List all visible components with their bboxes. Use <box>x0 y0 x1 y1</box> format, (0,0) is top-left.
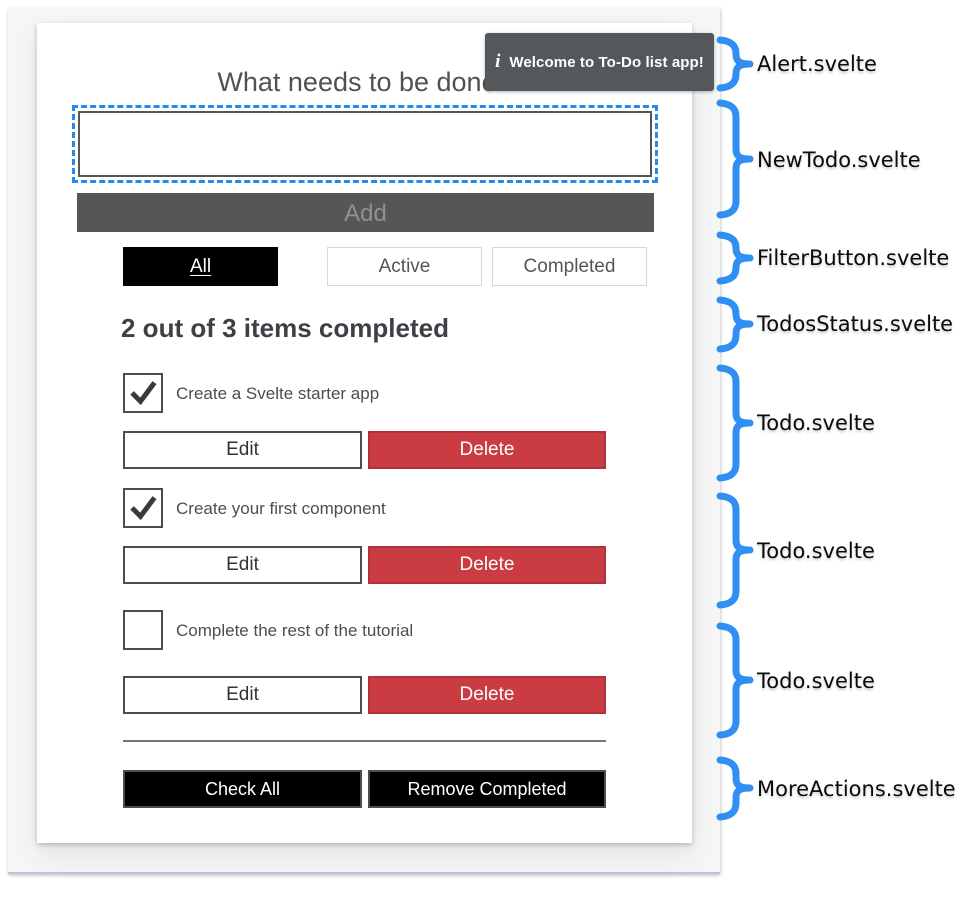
annotation-brace-moreactions <box>716 756 754 821</box>
edit-button[interactable]: Edit <box>123 431 362 469</box>
alert-toast[interactable]: i Welcome to To-Do list app! <box>485 33 714 91</box>
filter-button-completed[interactable]: Completed <box>492 247 647 286</box>
annotation-brace-todo-3 <box>716 622 754 739</box>
filter-button-active[interactable]: Active <box>327 247 482 286</box>
annotation-label: FilterButton.svelte <box>757 246 950 270</box>
todo-app-card: What needs to be done? Add All Active Co… <box>37 23 692 843</box>
annotation-brace-todo-1 <box>716 364 754 482</box>
delete-button[interactable]: Delete <box>368 676 606 714</box>
todo-checkbox[interactable] <box>123 488 163 528</box>
todo-checkbox[interactable] <box>123 373 163 413</box>
annotation-label: Alert.svelte <box>757 52 877 76</box>
annotation-brace-newtodo <box>716 99 754 219</box>
info-icon: i <box>495 51 501 72</box>
checkmark-icon <box>130 381 157 406</box>
annotation-brace-todo-2 <box>716 492 754 609</box>
filter-label-active: Active <box>378 255 431 277</box>
annotation-label: NewTodo.svelte <box>757 148 921 172</box>
alert-message: Welcome to To-Do list app! <box>509 53 704 71</box>
page-title: What needs to be done? <box>217 67 512 97</box>
filter-label-all: All <box>189 255 212 277</box>
todos-status-heading: 2 out of 3 items completed <box>121 313 449 343</box>
todo-label: Create your first component <box>176 499 386 518</box>
filter-label-completed: Completed <box>523 255 616 277</box>
annotation-label: Todo.svelte <box>757 539 875 563</box>
add-button[interactable]: Add <box>77 193 654 232</box>
filter-button-all[interactable]: All <box>123 247 278 286</box>
todo-label: Create a Svelte starter app <box>176 384 380 403</box>
check-all-button[interactable]: Check All <box>123 770 362 808</box>
delete-button[interactable]: Delete <box>368 431 606 469</box>
annotation-label: Todo.svelte <box>757 669 875 693</box>
edit-button[interactable]: Edit <box>123 676 362 714</box>
delete-button[interactable]: Delete <box>368 546 606 584</box>
todo-checkbox[interactable] <box>123 610 163 650</box>
annotation-label: Todo.svelte <box>757 411 875 435</box>
remove-completed-button[interactable]: Remove Completed <box>368 770 606 808</box>
annotation-label: TodosStatus.svelte <box>757 312 954 336</box>
annotation-label: MoreActions.svelte <box>757 777 956 801</box>
edit-button[interactable]: Edit <box>123 546 362 584</box>
new-todo-input[interactable] <box>72 105 658 183</box>
annotation-brace-alert <box>716 36 754 92</box>
todo-label: Complete the rest of the tutorial <box>176 621 414 640</box>
checkmark-icon <box>130 496 157 521</box>
annotation-brace-todosstatus <box>716 296 754 353</box>
annotation-brace-filterbutton <box>716 231 754 285</box>
divider <box>123 740 606 742</box>
